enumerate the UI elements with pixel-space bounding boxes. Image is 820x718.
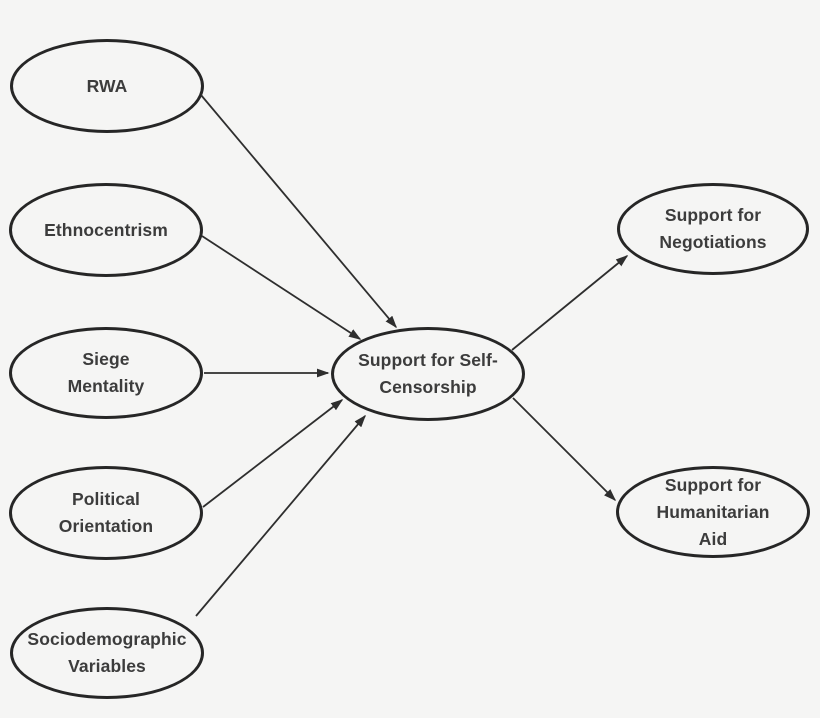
node-label-line: Mentality	[67, 376, 145, 396]
node-self-censorship: Support for Self- Censorship	[331, 327, 525, 421]
node-label-line: RWA	[86, 75, 128, 96]
node-label-line: Humanitarian	[656, 501, 770, 522]
arrow-self-censorship-to-negotiations	[511, 255, 629, 351]
node-rwa: RWA	[10, 39, 204, 133]
node-label-line: Sociodemographic	[27, 629, 187, 649]
node-label-line: Ethnocentrism	[44, 219, 168, 240]
node-label-line: Negotiations	[659, 232, 767, 252]
arrow-self-censorship-to-humanitarian-aid	[512, 397, 617, 502]
node-ethnocentrism: Ethnocentrism	[9, 183, 203, 277]
node-label-line: Political	[71, 489, 140, 509]
node-label-line: Support for Self-	[358, 350, 498, 370]
node-label-line: Censorship	[379, 377, 477, 397]
arrow-sociodemographic-variables-to-self-censorship	[195, 414, 366, 617]
node-label-line: Orientation	[58, 516, 154, 536]
arrow-political-orientation-to-self-censorship	[202, 399, 344, 508]
arrow-ethnocentrism-to-self-censorship	[201, 235, 362, 340]
node-label-line: Support for	[664, 205, 762, 225]
node-label-line: Aid	[698, 528, 728, 549]
arrow-rwa-to-self-censorship	[200, 94, 397, 329]
node-label-line: Variables	[68, 656, 146, 676]
node-label-line: Siege	[82, 349, 130, 369]
node-label-line: Support for	[664, 474, 762, 495]
